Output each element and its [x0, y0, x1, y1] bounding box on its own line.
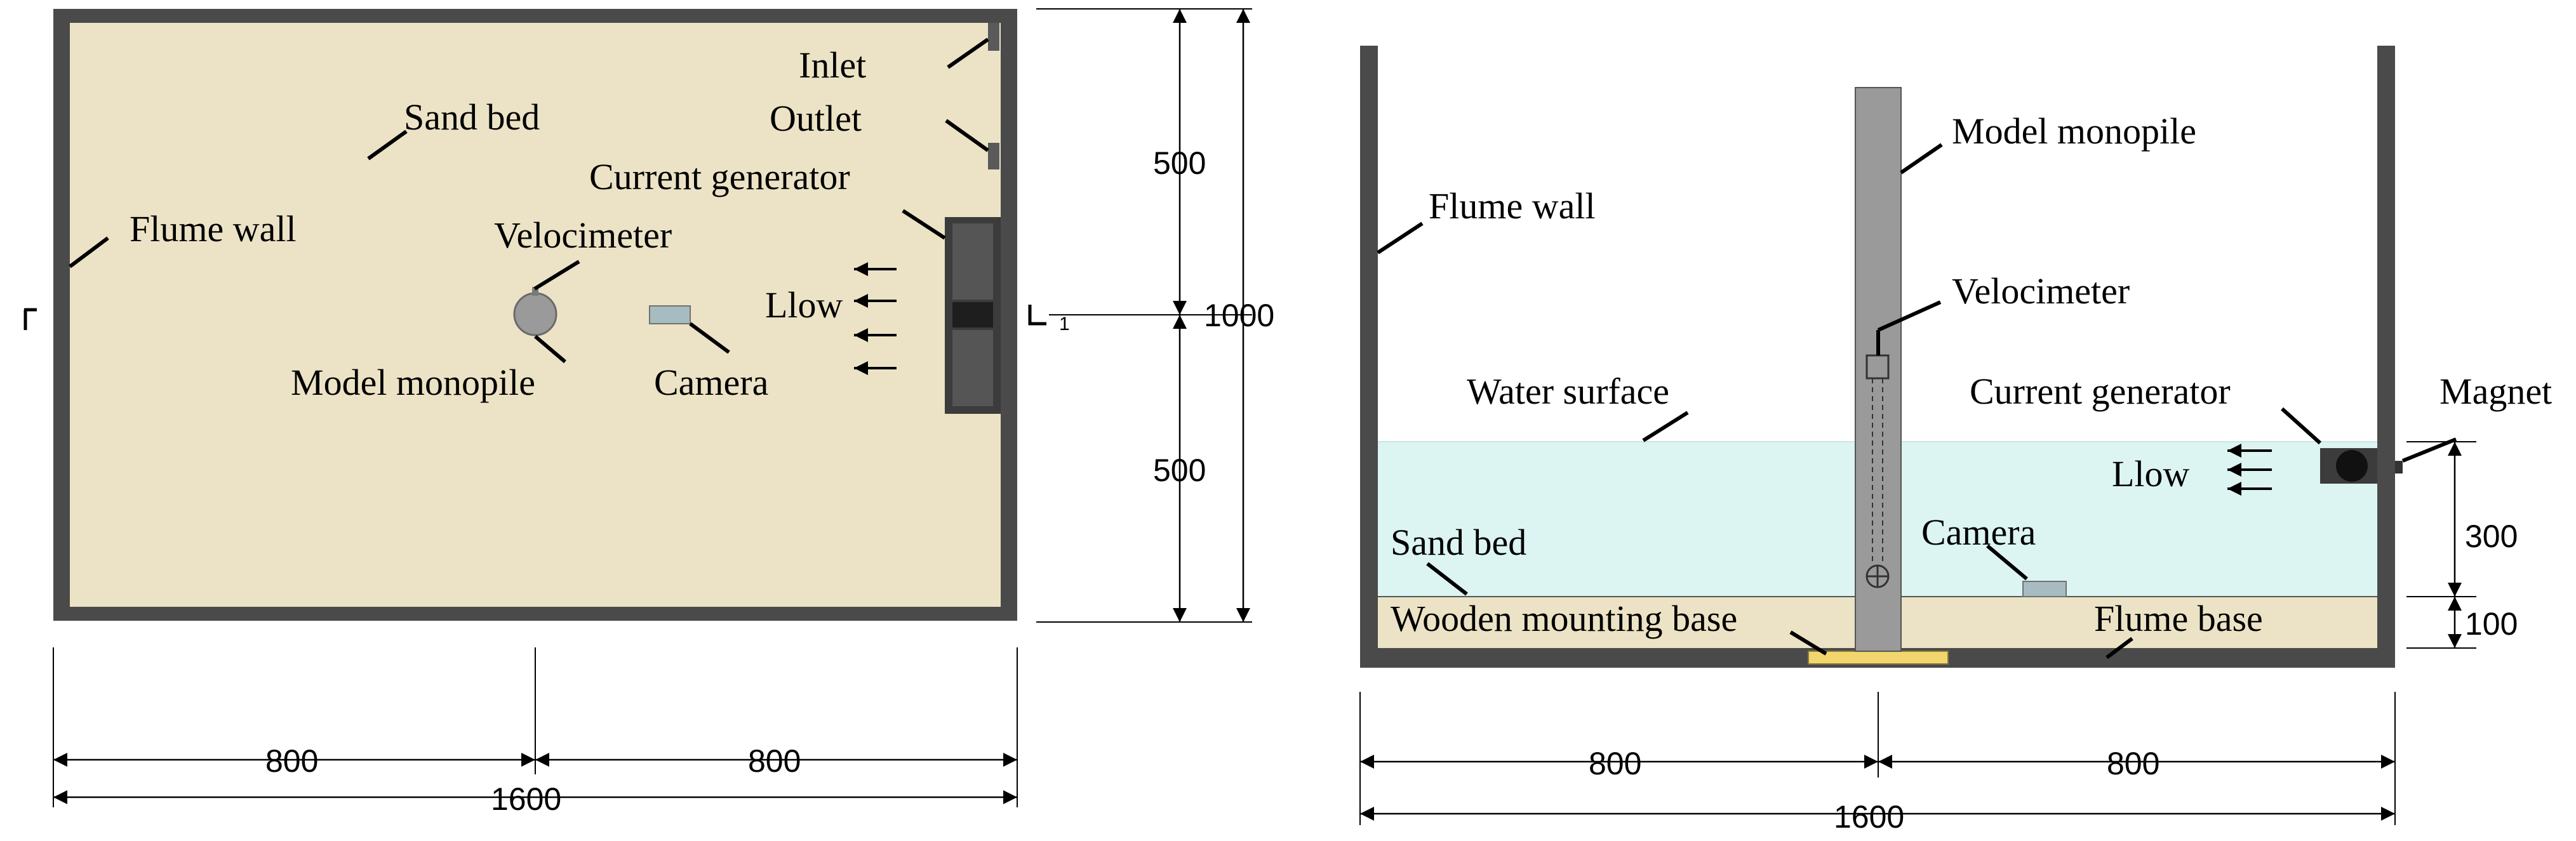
section-flume-wall-left — [1360, 46, 1378, 668]
plan-length-dimensions — [53, 647, 1018, 807]
plan-section-mark-right-tail: 1 — [1059, 314, 1070, 334]
plan-inlet-leader — [947, 37, 989, 69]
section-dim-length-left: 800 — [1589, 746, 1641, 781]
section-sand-bed-leader — [1426, 562, 1468, 596]
plan-generator-leader — [902, 209, 946, 240]
section-flow-arrows — [2227, 444, 2272, 496]
section-flume-wall-leader — [1377, 222, 1424, 255]
plan-inlet-label: Inlet — [799, 44, 866, 86]
plan-monopile-leader — [534, 334, 566, 364]
section-model-monopile — [1855, 87, 1902, 652]
section-view: Model monopile Flume wall Velocimeter Wa… — [1359, 46, 2552, 835]
section-flume-wall-label: Flume wall — [1429, 185, 1596, 227]
plan-model-monopile — [513, 292, 557, 336]
plan-dim-width-upper: 500 — [1153, 145, 1206, 181]
section-depth-dimensions — [2406, 441, 2476, 649]
plan-width-dimensions — [1036, 8, 1252, 623]
plan-flume-wall-label: Flume wall — [130, 208, 297, 249]
plan-flume-wall-leader — [69, 236, 109, 268]
plan-camera-leader — [689, 322, 730, 354]
section-flume-base-label: Flume base — [2094, 598, 2263, 639]
plan-dim-length-right: 800 — [748, 743, 801, 779]
plan-outlet-label: Outlet — [770, 98, 862, 139]
section-camera — [2022, 581, 2067, 597]
section-current-generator — [2320, 448, 2377, 484]
plan-dim-length-total: 1600 — [491, 781, 561, 817]
section-velocimeter-leader-2 — [1877, 300, 1942, 332]
plan-monopile-label: Model monopile — [291, 362, 535, 403]
section-wooden-mounting-base — [1808, 651, 1949, 665]
section-generator-leader — [2280, 407, 2322, 445]
plan-generator-label: Current generator — [589, 156, 850, 197]
plan-view: Inlet Outlet Sand bed Current generator … — [23, 8, 1274, 817]
section-dim-water-depth: 300 — [2465, 519, 2518, 554]
plan-outlet-opening — [988, 143, 999, 169]
plan-current-generator — [945, 217, 1001, 414]
plan-sand-bed-leader — [367, 129, 408, 161]
plan-sand-bed-label: Sand bed — [404, 96, 540, 138]
section-dim-bed-depth: 100 — [2465, 606, 2518, 642]
section-camera-label: Camera — [1921, 512, 2036, 553]
plan-section-mark-right — [1028, 305, 1046, 326]
section-flume-base-leader — [2106, 637, 2133, 659]
section-generator-label: Current generator — [1970, 371, 2231, 412]
section-monopile-leader — [1900, 143, 1943, 175]
plan-dim-width-lower: 500 — [1153, 453, 1206, 488]
section-water-surface-leader — [1642, 411, 1689, 442]
section-wooden-base-leader — [1789, 630, 1827, 656]
section-camera-leader — [1986, 544, 2028, 581]
plan-flow-arrows — [854, 262, 897, 375]
plan-velocimeter-label: Velocimeter — [494, 215, 672, 256]
plan-section-mark-left — [23, 308, 37, 330]
section-wooden-base-label: Wooden mounting base — [1391, 598, 1737, 639]
plan-camera-label: Camera — [654, 362, 768, 403]
section-magnet — [2395, 461, 2403, 473]
plan-flow-label: Llow — [765, 284, 843, 326]
section-velocimeter-label: Velocimeter — [1952, 270, 2130, 312]
section-sand-bed-label: Sand bed — [1391, 522, 1526, 563]
section-flow-label: Llow — [2112, 453, 2190, 494]
section-dim-length-right: 800 — [2107, 746, 2159, 781]
section-dim-length-total: 1600 — [1834, 799, 1904, 835]
section-flume-wall-right — [2377, 46, 2395, 668]
plan-dim-length-left: 800 — [265, 743, 318, 779]
section-magnet-label: Magnet — [2439, 371, 2552, 412]
section-magnet-leader — [2401, 437, 2457, 463]
plan-velocimeter — [532, 287, 538, 296]
plan-dim-width-total: 1000 — [1204, 298, 1274, 333]
plan-inlet-opening — [988, 23, 999, 51]
plan-velocimeter-leader — [533, 260, 580, 291]
section-length-dimensions — [1359, 692, 2396, 825]
plan-outlet-leader — [945, 119, 989, 152]
section-water-surface-label: Water surface — [1467, 371, 1669, 412]
section-monopile-label: Model monopile — [1952, 110, 2196, 152]
plan-camera — [649, 305, 691, 324]
